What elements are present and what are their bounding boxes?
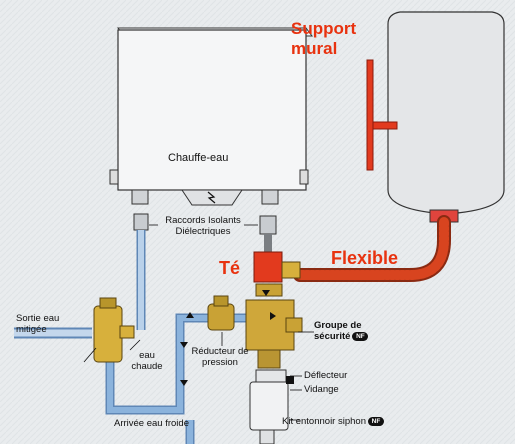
thermostatic-mixer <box>93 297 135 363</box>
siphon-kit-text: Kit entonnoir siphon <box>282 416 366 427</box>
dielectric-fitting-right <box>259 215 277 252</box>
nf-badge: NF <box>367 416 384 426</box>
arrow-right-icon <box>270 312 276 320</box>
safety-group-text: Groupe de sécurité <box>314 320 362 342</box>
hot-water-pipe <box>133 213 149 330</box>
deflector-label: Déflecteur <box>304 370 348 381</box>
drain-label: Vidange <box>304 384 339 395</box>
water-heater <box>109 27 313 206</box>
siphon-funnel <box>249 369 294 444</box>
arrow-up-icon <box>186 312 194 318</box>
wall-support <box>366 59 398 171</box>
dielectric-fittings-label: Raccords Isolants Diélectriques <box>165 215 241 237</box>
tee-fitting <box>253 251 301 283</box>
heater-label: Chauffe-eau <box>168 152 229 164</box>
arrow-down-icon <box>262 290 270 296</box>
cold-water-inlet-label: Arrivée eau froide <box>114 418 189 429</box>
arrow-down-icon <box>180 380 188 386</box>
arrow-down-icon <box>180 342 188 348</box>
tee-label: Té <box>219 258 241 278</box>
wall-support-label: Support mural <box>291 19 357 58</box>
electric-icon <box>207 191 216 204</box>
pressure-reducer <box>207 295 235 331</box>
mixed-water-label: Sortie eau mitigée <box>16 313 60 335</box>
pressure-reducer-label: Réducteur de pression <box>191 346 249 368</box>
expansion-tank <box>293 11 505 282</box>
hot-water-label: eau chaude <box>131 350 163 372</box>
leader-lines <box>83 224 314 421</box>
safety-group <box>245 283 303 369</box>
flexible-label: Flexible <box>331 248 399 268</box>
arrow-markers <box>180 290 276 386</box>
nf-badge: NF <box>352 331 369 341</box>
